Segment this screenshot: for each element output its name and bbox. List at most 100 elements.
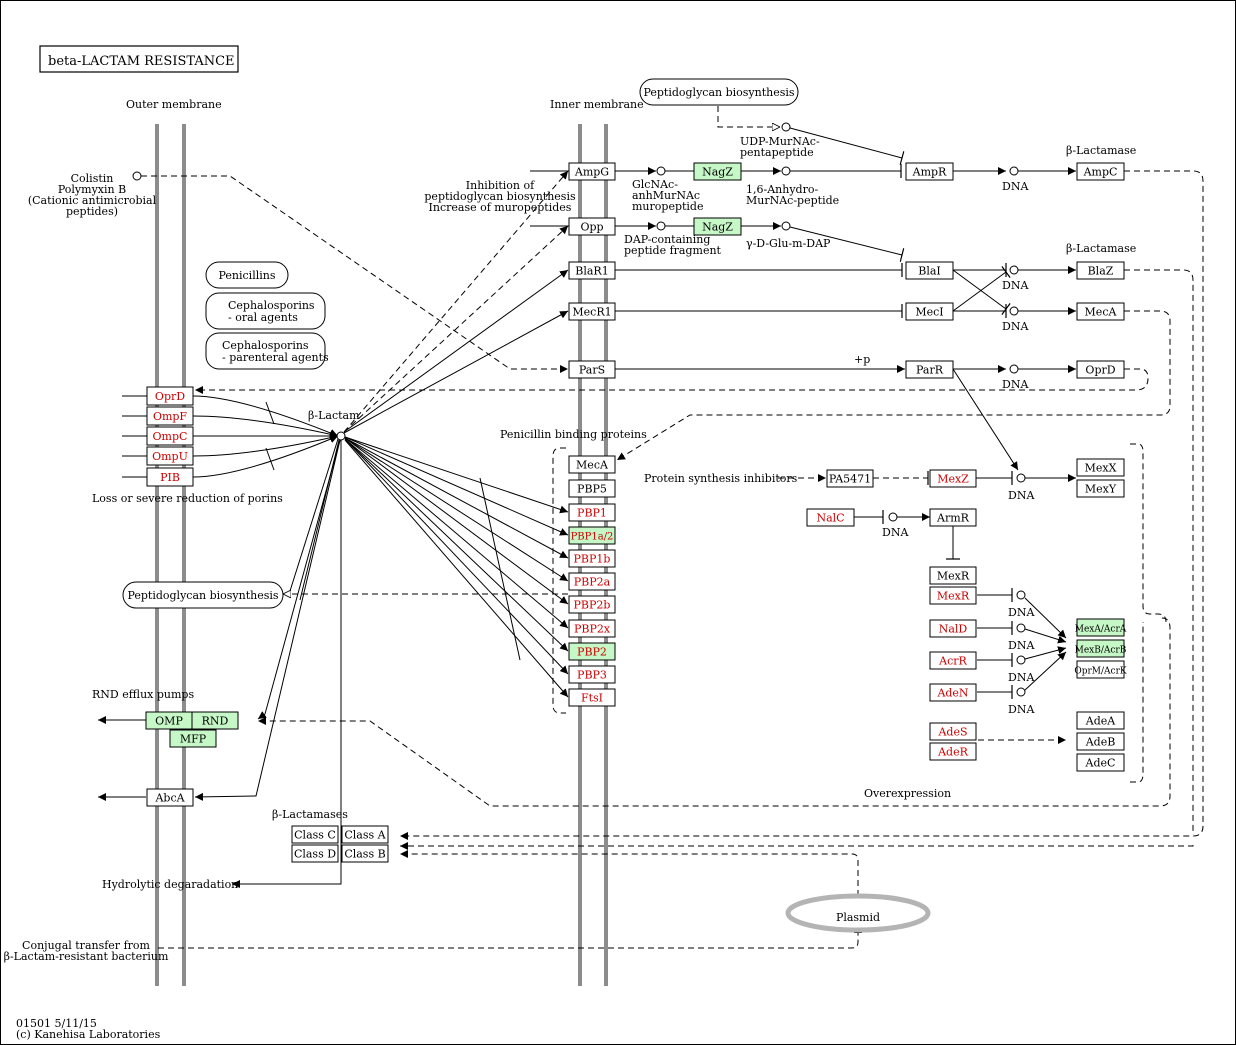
gene-adea[interactable]: AdeA (1076, 711, 1125, 730)
gene-mexz[interactable]: MexZ (929, 469, 977, 488)
gene-pbp1b[interactable]: PBP1b (568, 549, 616, 568)
drug-cephalosporins-parenteral[interactable]: Cephalosporins - parenteral agents (205, 332, 329, 370)
gene-mecr1[interactable]: MecR1 (568, 302, 616, 321)
drug-penicillins[interactable]: Penicillins (205, 261, 289, 289)
drug-cephalosporins-oral[interactable]: Cephalosporins - oral agents (205, 292, 326, 330)
gene-class-a[interactable]: Class A (341, 825, 389, 844)
gene-mexa-acra[interactable]: MexA/AcrA (1075, 618, 1127, 637)
gene-oprd[interactable]: OprD (146, 386, 194, 406)
gene-nagz[interactable]: NagZ (693, 162, 742, 181)
svg-text:AmpC: AmpC (1083, 166, 1118, 179)
pathway-peptidoglycan-left[interactable]: Peptidoglycan biosynthesis (122, 581, 284, 609)
gene-nagz[interactable]: NagZ (693, 217, 742, 236)
gene-ftsi[interactable]: FtsI (568, 688, 616, 707)
svg-text:PIB: PIB (160, 471, 180, 484)
svg-text:MFP: MFP (180, 733, 207, 746)
gene-pib[interactable]: PIB (146, 467, 194, 487)
gene-rnd[interactable]: RND (191, 711, 239, 730)
gene-parr[interactable]: ParR (905, 360, 954, 379)
conjugal-label: Conjugal transfer from β-Lactam-resistan… (4, 939, 169, 963)
svg-text:(Cationic antimicrobial: (Cationic antimicrobial (28, 194, 157, 207)
svg-text:MexY: MexY (1085, 483, 1117, 496)
gene-pbp5[interactable]: PBP5 (568, 479, 616, 498)
svg-text:PBP2x: PBP2x (574, 623, 611, 636)
penicillin-binding-label: Penicillin binding proteins (500, 428, 647, 441)
gene-oprd[interactable]: OprD (1076, 360, 1125, 379)
dna-label: DNA (1002, 180, 1029, 193)
plasmid[interactable]: Plasmid (785, 893, 931, 933)
footer: 01501 5/11/15 (c) Kanehisa Laboratories (16, 1017, 161, 1041)
protein-synthesis-label: Protein synthesis inhibitors (644, 472, 798, 485)
gene-class-d[interactable]: Class D (291, 844, 339, 863)
gene-mexx[interactable]: MexX (1076, 458, 1125, 477)
gene-pbp1[interactable]: PBP1 (568, 503, 616, 522)
gene-ompc[interactable]: OmpC (146, 426, 194, 446)
gene-blaz[interactable]: BlaZ (1076, 261, 1125, 280)
gene-ader[interactable]: AdeR (929, 742, 977, 761)
gene-blar1[interactable]: BlaR1 (568, 261, 616, 280)
gene-omp[interactable]: OMP (145, 711, 193, 730)
svg-text:MexX: MexX (1085, 462, 1117, 475)
gene-meca[interactable]: MecA (1076, 302, 1125, 321)
gene-ades[interactable]: AdeS (929, 722, 977, 741)
gene-nalc[interactable]: NalC (806, 508, 855, 527)
gene-nald[interactable]: NalD (929, 619, 977, 638)
svg-text:MexR: MexR (937, 570, 970, 583)
svg-text:NalC: NalC (816, 512, 844, 525)
gene-pbp2a[interactable]: PBP2a (568, 572, 616, 591)
svg-text:anhMurNAc: anhMurNAc (632, 189, 700, 202)
gene-class-c[interactable]: Class C (291, 825, 339, 844)
svg-text:OprD: OprD (155, 390, 185, 403)
svg-text:DAP-containing: DAP-containing (624, 233, 710, 246)
svg-text:AdeB: AdeB (1085, 736, 1116, 749)
gene-abca[interactable]: AbcA (146, 788, 194, 807)
svg-text:Peptidoglycan biosynthesis: Peptidoglycan biosynthesis (643, 86, 794, 99)
gene-pbp3[interactable]: PBP3 (568, 665, 616, 684)
svg-text:Opp: Opp (580, 221, 603, 234)
gene-pbp2b[interactable]: PBP2b (568, 595, 616, 614)
gene-pbp2x[interactable]: PBP2x (568, 619, 616, 638)
svg-text:MecI: MecI (915, 306, 943, 319)
gene-pa5471[interactable]: PA5471 (826, 469, 874, 488)
gene-mexr[interactable]: MexR (929, 566, 977, 585)
gene-opp[interactable]: Opp (568, 217, 616, 236)
gene-mfp[interactable]: MFP (169, 729, 217, 748)
gene-armr[interactable]: ArmR (929, 508, 977, 527)
plus-p-label: +p (854, 353, 870, 366)
svg-text:AcrR: AcrR (938, 655, 967, 668)
svg-text:AdeC: AdeC (1085, 757, 1116, 770)
gene-class-b[interactable]: Class B (341, 844, 389, 863)
gene-mexb-acrb[interactable]: MexB/AcrB (1075, 639, 1127, 658)
svg-text:Class A: Class A (344, 829, 386, 842)
gene-adec[interactable]: AdeC (1076, 753, 1125, 772)
gene-mexr[interactable]: MexR (929, 586, 977, 605)
gene-ampc[interactable]: AmpC (1076, 162, 1125, 181)
pathway-peptidoglycan-top[interactable]: Peptidoglycan biosynthesis (639, 78, 799, 106)
gene-meca[interactable]: MecA (568, 455, 616, 474)
gene-ompu[interactable]: OmpU (146, 446, 194, 466)
gene-blai[interactable]: BlaI (905, 261, 954, 280)
gene-oprm-acrk[interactable]: OprM/AcrK (1074, 660, 1127, 679)
gene-acrr[interactable]: AcrR (929, 651, 977, 670)
svg-text:Conjugal transfer from: Conjugal transfer from (22, 939, 150, 952)
gene-aden[interactable]: AdeN (929, 683, 977, 702)
gene-mexy[interactable]: MexY (1076, 479, 1125, 498)
gene-adeb[interactable]: AdeB (1076, 732, 1125, 751)
gene-ompf[interactable]: OmpF (146, 406, 194, 426)
svg-text:PBP2b: PBP2b (574, 599, 611, 612)
gene-pbp1a-2[interactable]: PBP1a/2 (568, 526, 616, 545)
gene-ampg[interactable]: AmpG (568, 162, 616, 181)
gene-pars[interactable]: ParS (568, 360, 616, 379)
svg-text:beta-LACTAM RESISTANCE: beta-LACTAM RESISTANCE (48, 54, 235, 69)
gene-pbp2[interactable]: PBP2 (568, 642, 616, 661)
svg-text:PBP1b: PBP1b (574, 553, 611, 566)
svg-text:OmpU: OmpU (152, 450, 188, 463)
svg-text:PBP2: PBP2 (577, 646, 607, 659)
gene-ampr[interactable]: AmpR (905, 162, 954, 181)
svg-text:pentapeptide: pentapeptide (740, 146, 814, 159)
svg-text:MexB/AcrB: MexB/AcrB (1075, 646, 1127, 656)
svg-text:AdeR: AdeR (937, 746, 968, 759)
gene-meci[interactable]: MecI (905, 302, 954, 321)
